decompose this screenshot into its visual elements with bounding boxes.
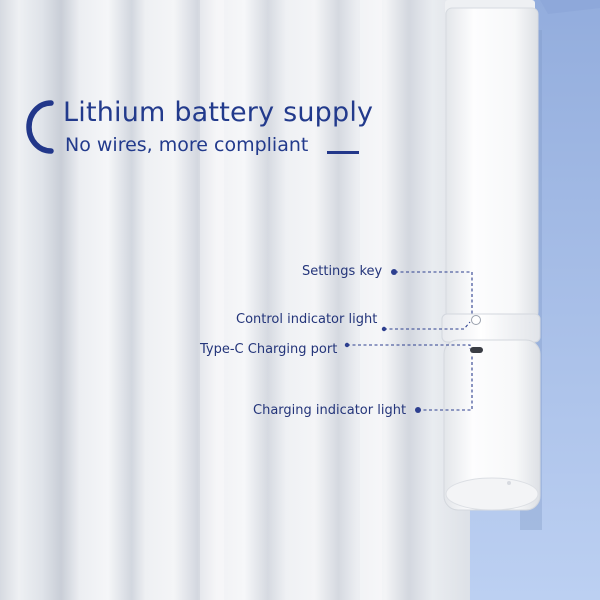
callout-settings-key: Settings key	[302, 264, 383, 279]
device-upper-body	[445, 7, 539, 319]
device-bottom-cap	[445, 477, 539, 511]
callout-charging-light: Charging indicator light	[253, 403, 407, 418]
callout-type-c-port: Type-C Charging port	[200, 342, 338, 357]
settings-key-dot	[391, 269, 397, 275]
subtitle-underline	[327, 151, 359, 154]
control-light-dot	[381, 326, 387, 332]
curtain-highlight	[200, 0, 224, 600]
settings-key-leader	[395, 271, 473, 315]
bottom-screw	[507, 481, 511, 485]
bracket-accent-icon	[26, 100, 54, 154]
charging-light-dot	[415, 407, 421, 413]
device-joint	[441, 313, 541, 343]
wall-corner	[530, 0, 600, 14]
settings-key-button	[471, 315, 481, 325]
curtain-highlight	[360, 0, 382, 600]
headline-title: Lithium battery supply	[63, 97, 374, 128]
charging-light-leader	[418, 356, 473, 411]
curtain	[0, 0, 470, 600]
type-c-dot	[344, 342, 350, 348]
control-light-leader	[384, 321, 471, 330]
type-c-leader	[347, 344, 471, 349]
type-c-port	[470, 347, 483, 353]
callout-control-light: Control indicator light	[236, 312, 378, 327]
headline-subtitle: No wires, more compliant	[65, 134, 309, 156]
